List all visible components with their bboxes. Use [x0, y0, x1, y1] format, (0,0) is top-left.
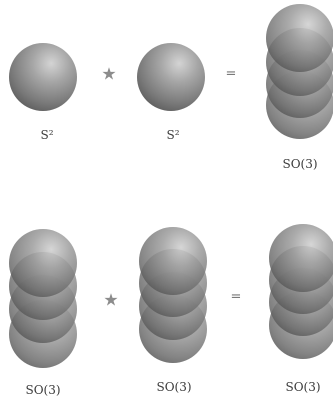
so3-stack-row1	[266, 4, 333, 139]
label-so3-row2-left: SO(3)	[25, 383, 61, 397]
label-s2-left: S²	[40, 128, 54, 142]
so3-sphere	[266, 4, 333, 72]
so3-sphere	[9, 229, 77, 297]
so3-sphere	[139, 227, 207, 295]
equals-sign: =	[230, 289, 242, 305]
s2-sphere-middle	[137, 43, 205, 111]
so3-stack-row2-left	[9, 229, 77, 368]
label-so3-row2-middle: SO(3)	[156, 380, 192, 394]
so3-sphere	[269, 224, 333, 292]
label-so3-row2-right: SO(3)	[285, 380, 321, 394]
so3-stack-row2-middle	[139, 227, 207, 363]
equals-sign: =	[225, 66, 237, 82]
s2-sphere-left	[9, 43, 77, 111]
label-so3-row1-right: SO(3)	[282, 157, 318, 171]
convolution-star-icon: ★	[103, 290, 119, 311]
convolution-star-icon: ★	[101, 64, 117, 85]
label-s2-middle: S²	[166, 128, 180, 142]
so3-stack-row2-right	[269, 224, 333, 359]
